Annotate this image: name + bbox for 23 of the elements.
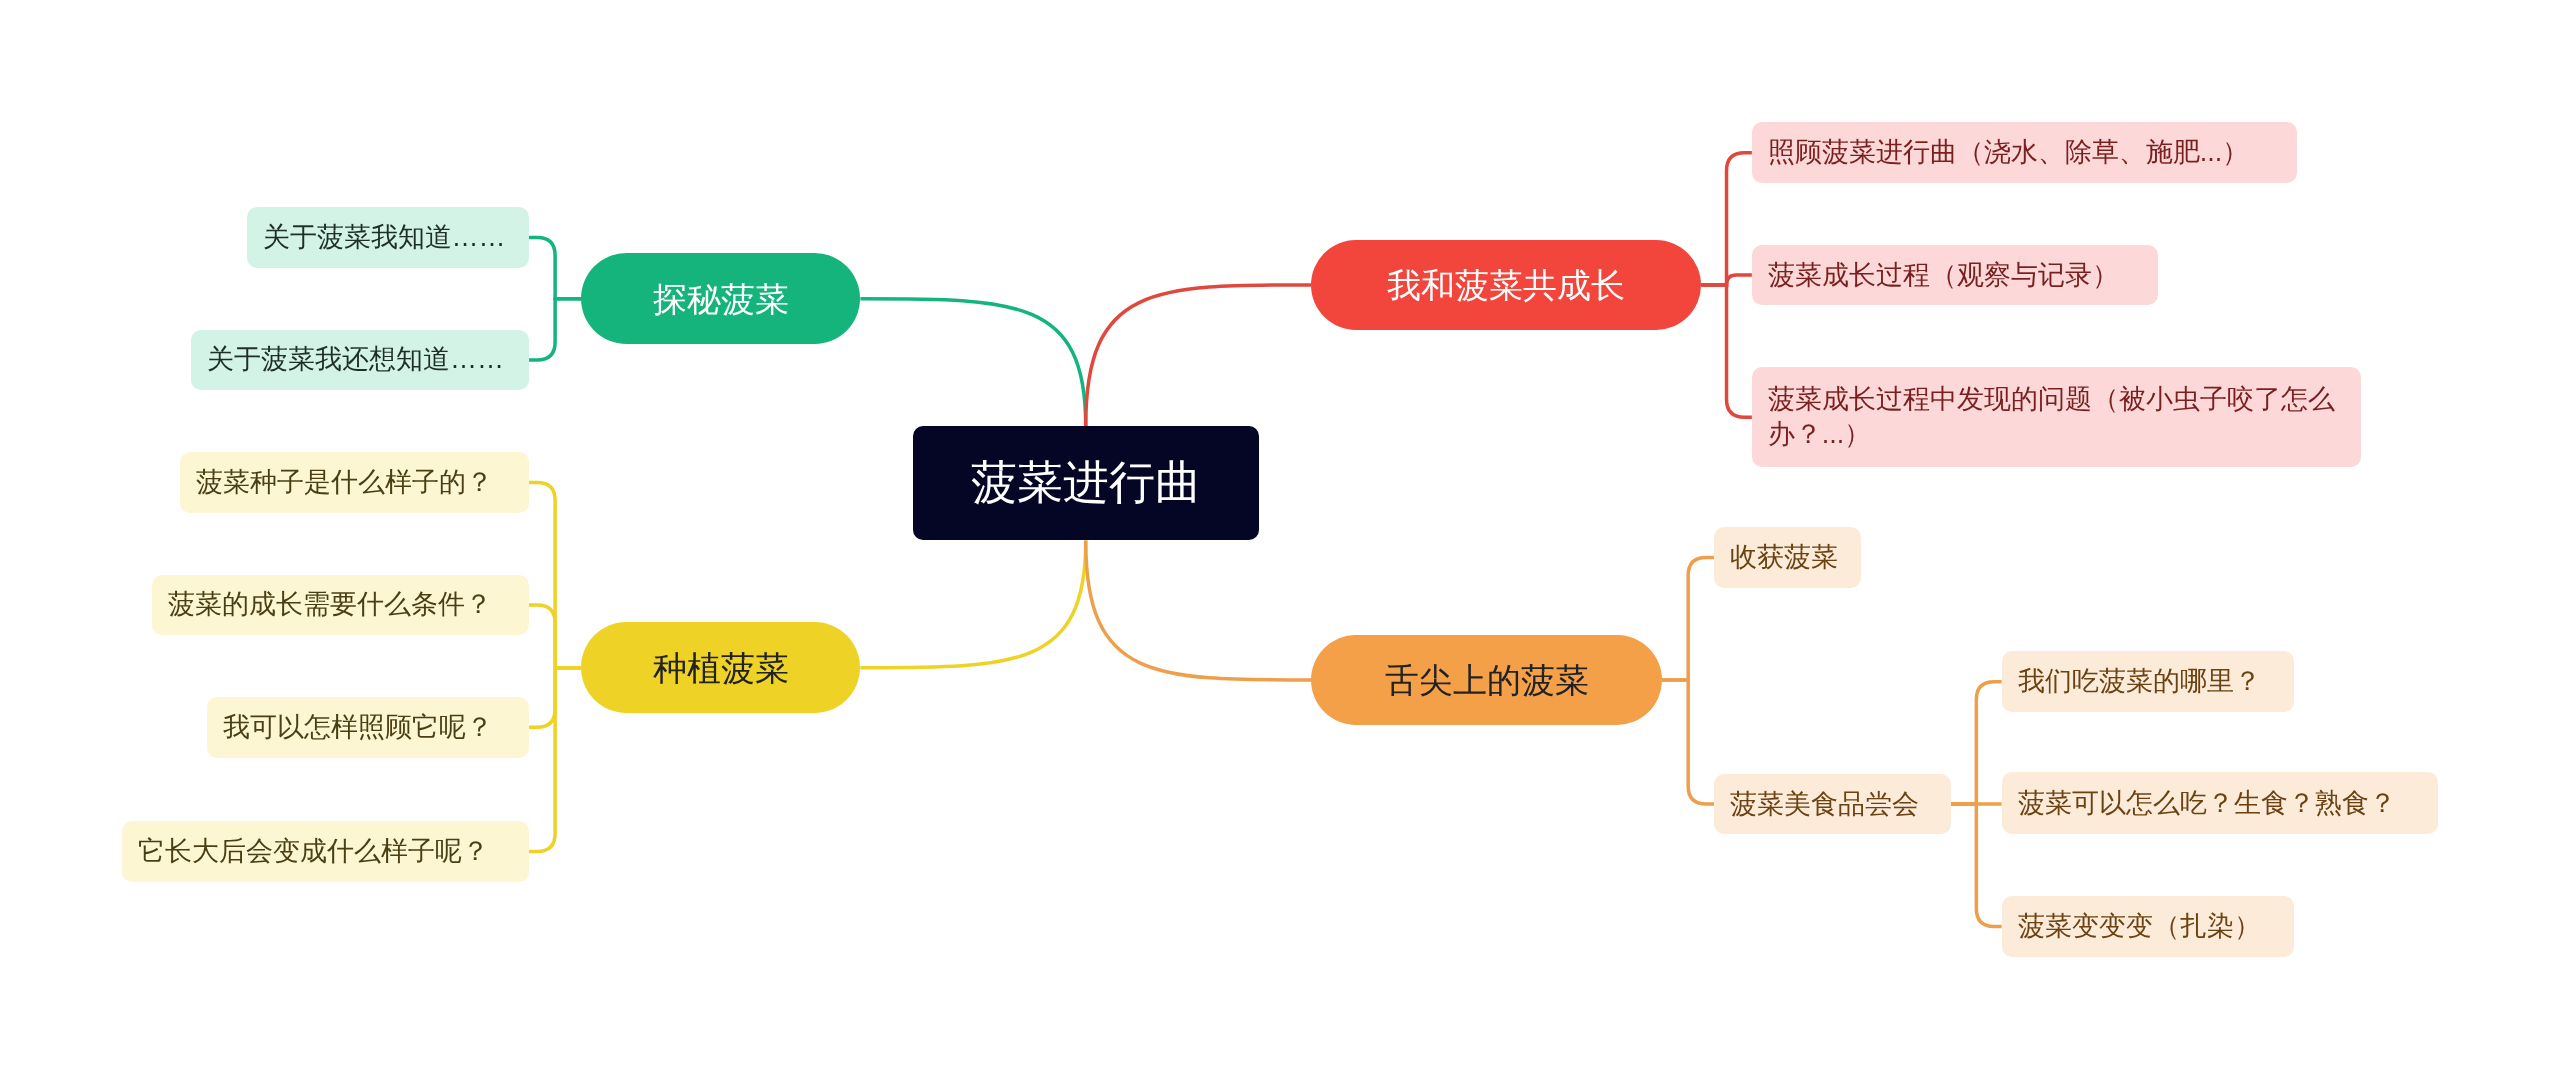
topic-pill: 舌尖上的菠菜	[1311, 635, 1663, 725]
topic-pill: 种植菠菜	[581, 622, 861, 714]
connector-line	[1083, 283, 1312, 427]
subtopic-box: 我可以怎样照顾它呢？	[207, 697, 529, 758]
connector-line	[1083, 540, 1312, 682]
subtopic-box: 照顾菠菜进行曲（浇水、除草、施肥...）	[1751, 122, 2298, 183]
subtopic-box: 菠菜成长过程（观察与记录）	[1751, 244, 2159, 306]
connector-line	[529, 666, 582, 854]
subtopic-box: 菠菜美食品尝会	[1714, 773, 1951, 835]
subtopic-box: 菠菜可以怎么吃？生食？熟食？	[2001, 772, 2438, 835]
subtopic-box: 菠菜种子是什么样子的？	[179, 452, 529, 513]
subtopic-box: 它长大后会变成什么样子呢？	[122, 821, 529, 882]
subtopic-box: 关于菠菜我知道……	[246, 207, 529, 268]
subtopic-box: 收获菠菜	[1714, 527, 1862, 588]
topic-pill: 探秘菠菜	[581, 253, 861, 345]
subtopic-box: 我们吃菠菜的哪里？	[2001, 651, 2294, 712]
subtopic-box: 菠菜成长过程中发现的问题（被小虫子咬了怎么办？...）	[1751, 367, 2361, 467]
subtopic-box: 菠菜的成长需要什么条件？	[151, 574, 529, 636]
topic-pill: 我和菠菜共成长	[1311, 240, 1702, 330]
connector-line	[1701, 283, 1752, 419]
subtopic-box: 菠菜变变变（扎染）	[2001, 896, 2294, 957]
subtopic-box: 关于菠菜我还想知道……	[191, 329, 529, 391]
root-topic-box: 菠菜进行曲	[912, 426, 1259, 541]
